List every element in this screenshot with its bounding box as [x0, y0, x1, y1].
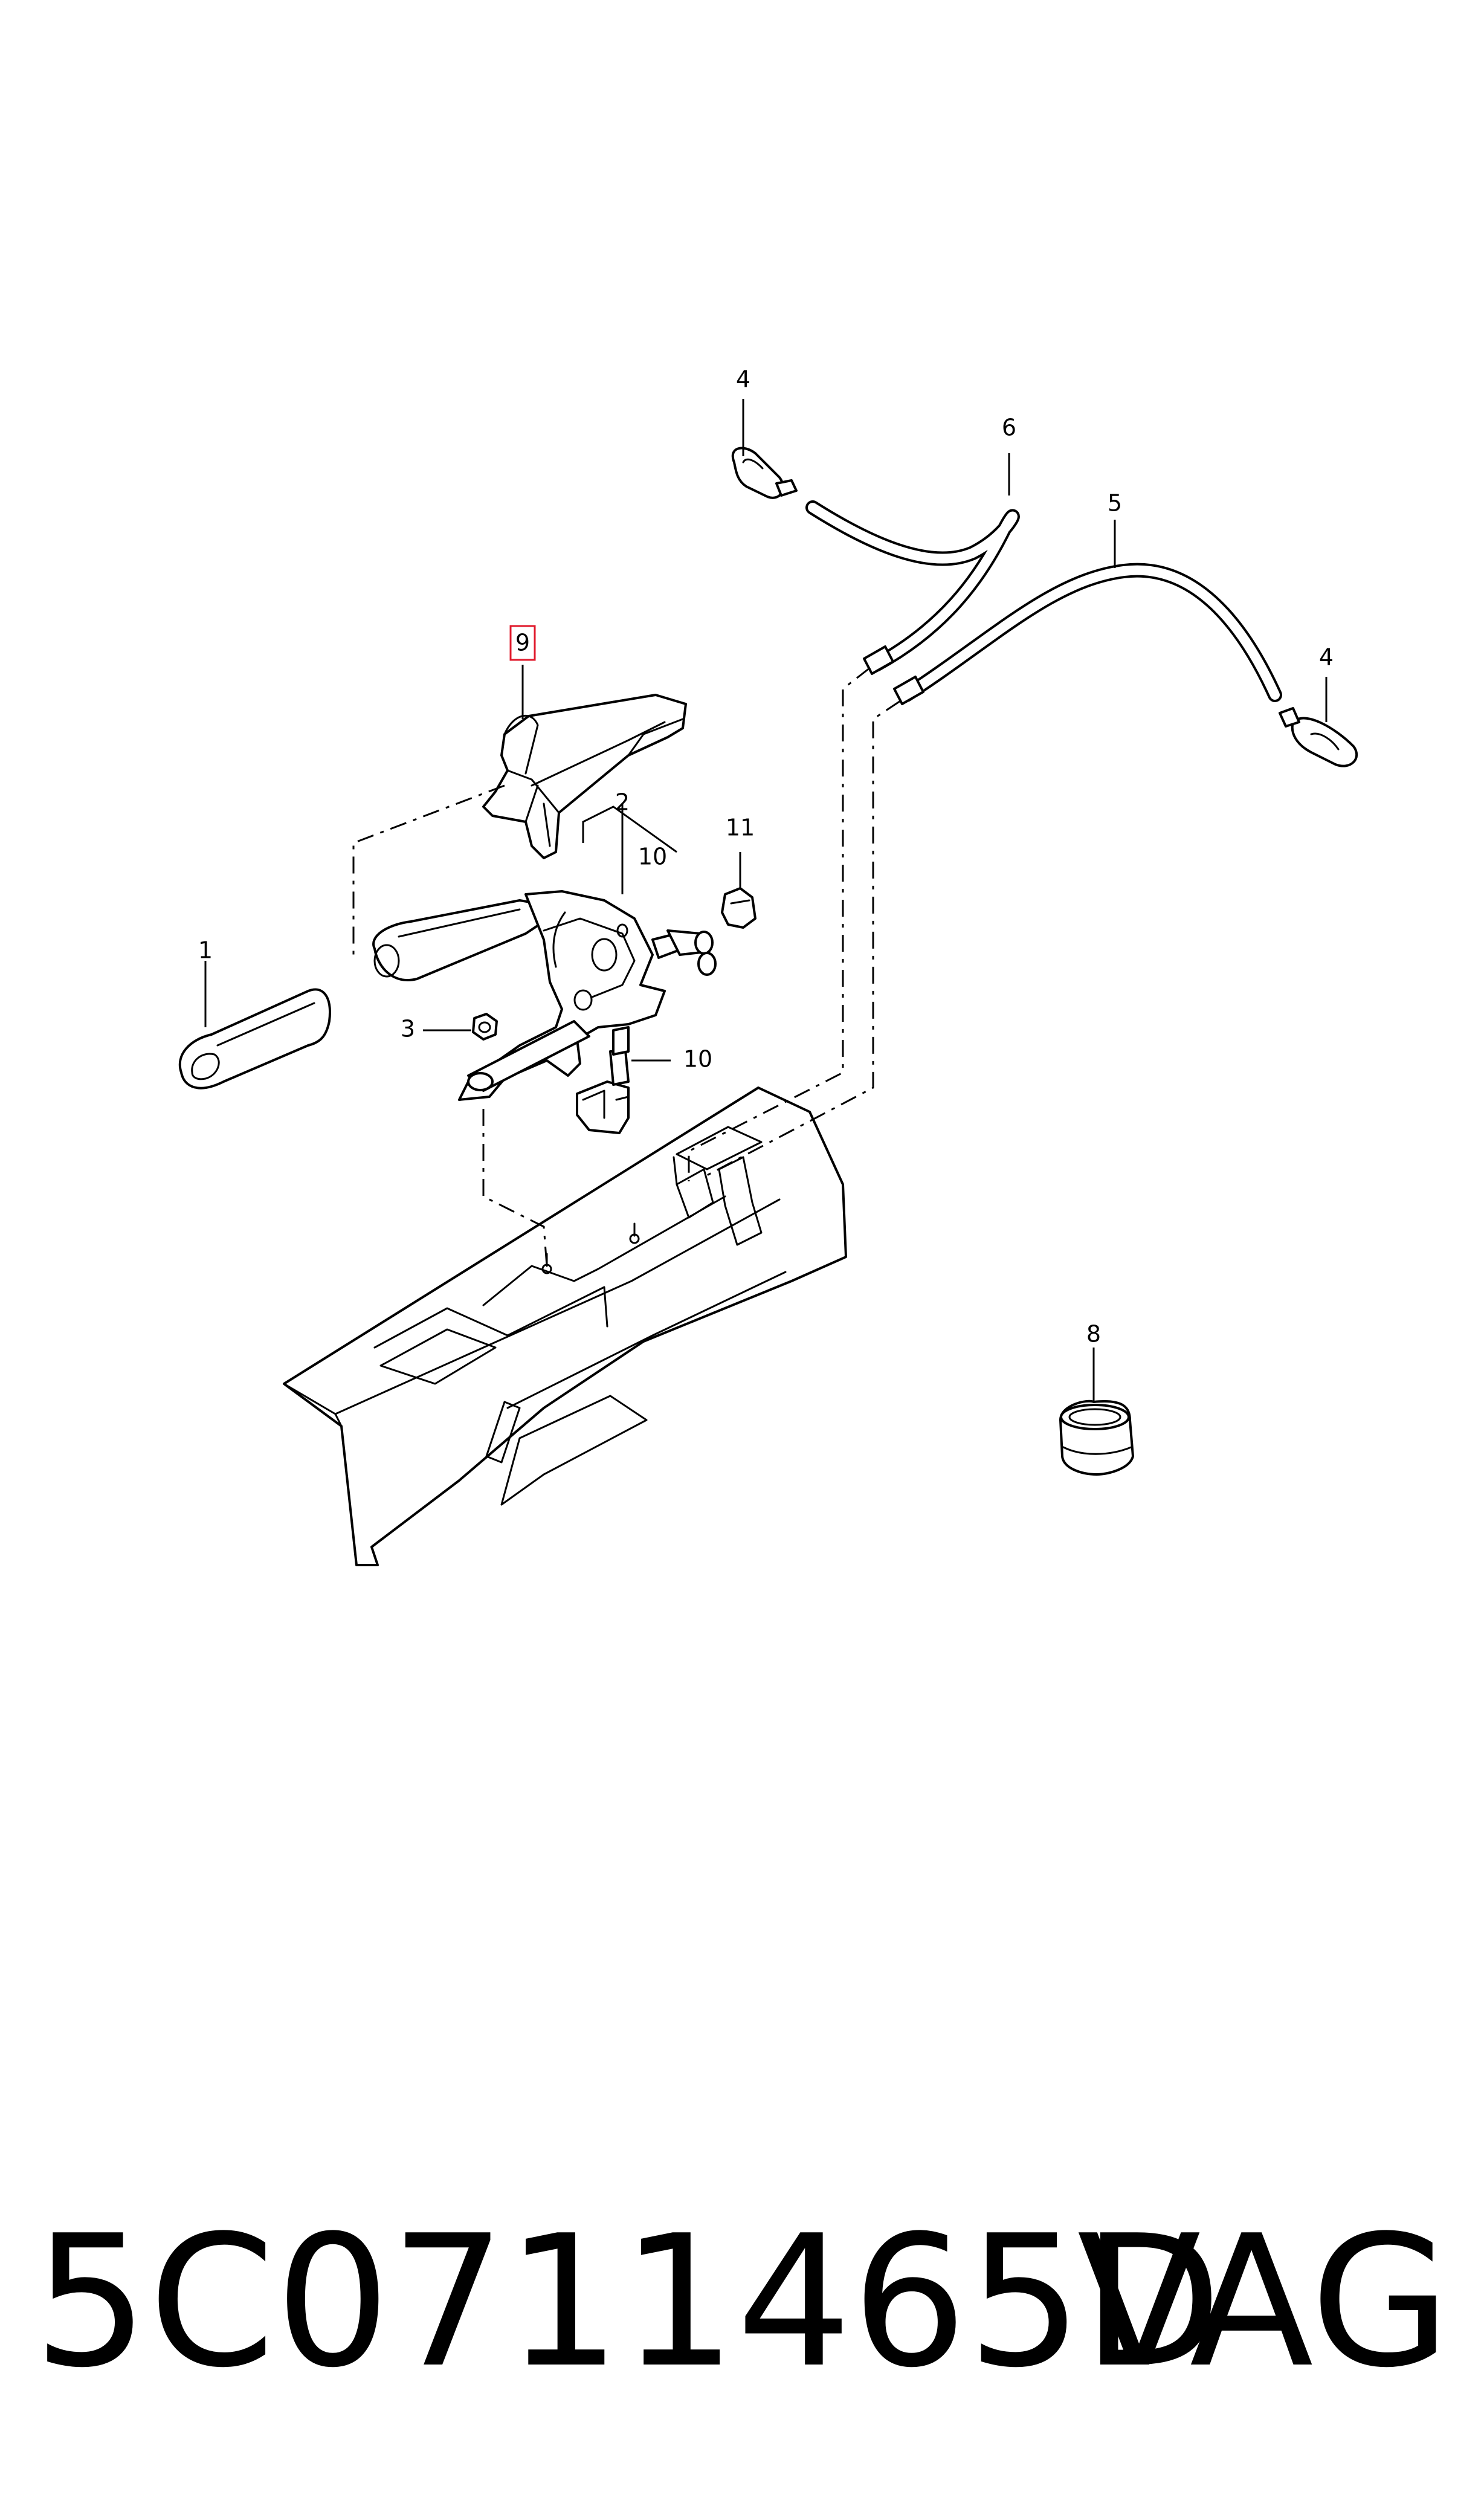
- callout-leaders: [204, 399, 1328, 1402]
- cable-eye-upper: [731, 447, 798, 499]
- grommet-8: [1059, 1399, 1134, 1476]
- callout-9-highlight: [509, 625, 536, 661]
- cable-eye-right: [1279, 707, 1358, 767]
- callout-5: 5: [1108, 490, 1122, 517]
- callout-3: 3: [401, 1016, 415, 1042]
- callout-8: 8: [1086, 1321, 1101, 1348]
- assembly-lines: [352, 784, 548, 1267]
- nut-3: [472, 1013, 498, 1041]
- callout-4-right: 4: [1319, 644, 1334, 671]
- handle-grip: [178, 988, 331, 1090]
- cable-6: [805, 500, 1020, 675]
- handbrake-lever: [372, 890, 717, 1101]
- brand-label: VAG: [1077, 2197, 1451, 2407]
- callout-11: 11: [726, 815, 755, 841]
- handbrake-boot: [482, 694, 687, 859]
- callout-2: 2: [615, 789, 630, 816]
- callout-10-lower: 10: [683, 1046, 712, 1073]
- switch-10: [576, 1026, 630, 1134]
- cable-routing-lines: [688, 667, 901, 1181]
- floor-tunnel: [283, 1086, 847, 1566]
- callout-4-upper: 4: [736, 366, 750, 393]
- part-number-label: 5C0711465D: [33, 2197, 1222, 2407]
- callout-1: 1: [198, 937, 213, 964]
- nut-11: [721, 887, 757, 929]
- callout-6: 6: [1002, 415, 1016, 441]
- callout-labels: 1 2 3 4 4 5 6 8 9 10 10 11: [198, 366, 1334, 1348]
- callout-10-upper: 10: [638, 844, 667, 870]
- callout-9: 9: [515, 630, 530, 656]
- cable-5: [893, 563, 1282, 705]
